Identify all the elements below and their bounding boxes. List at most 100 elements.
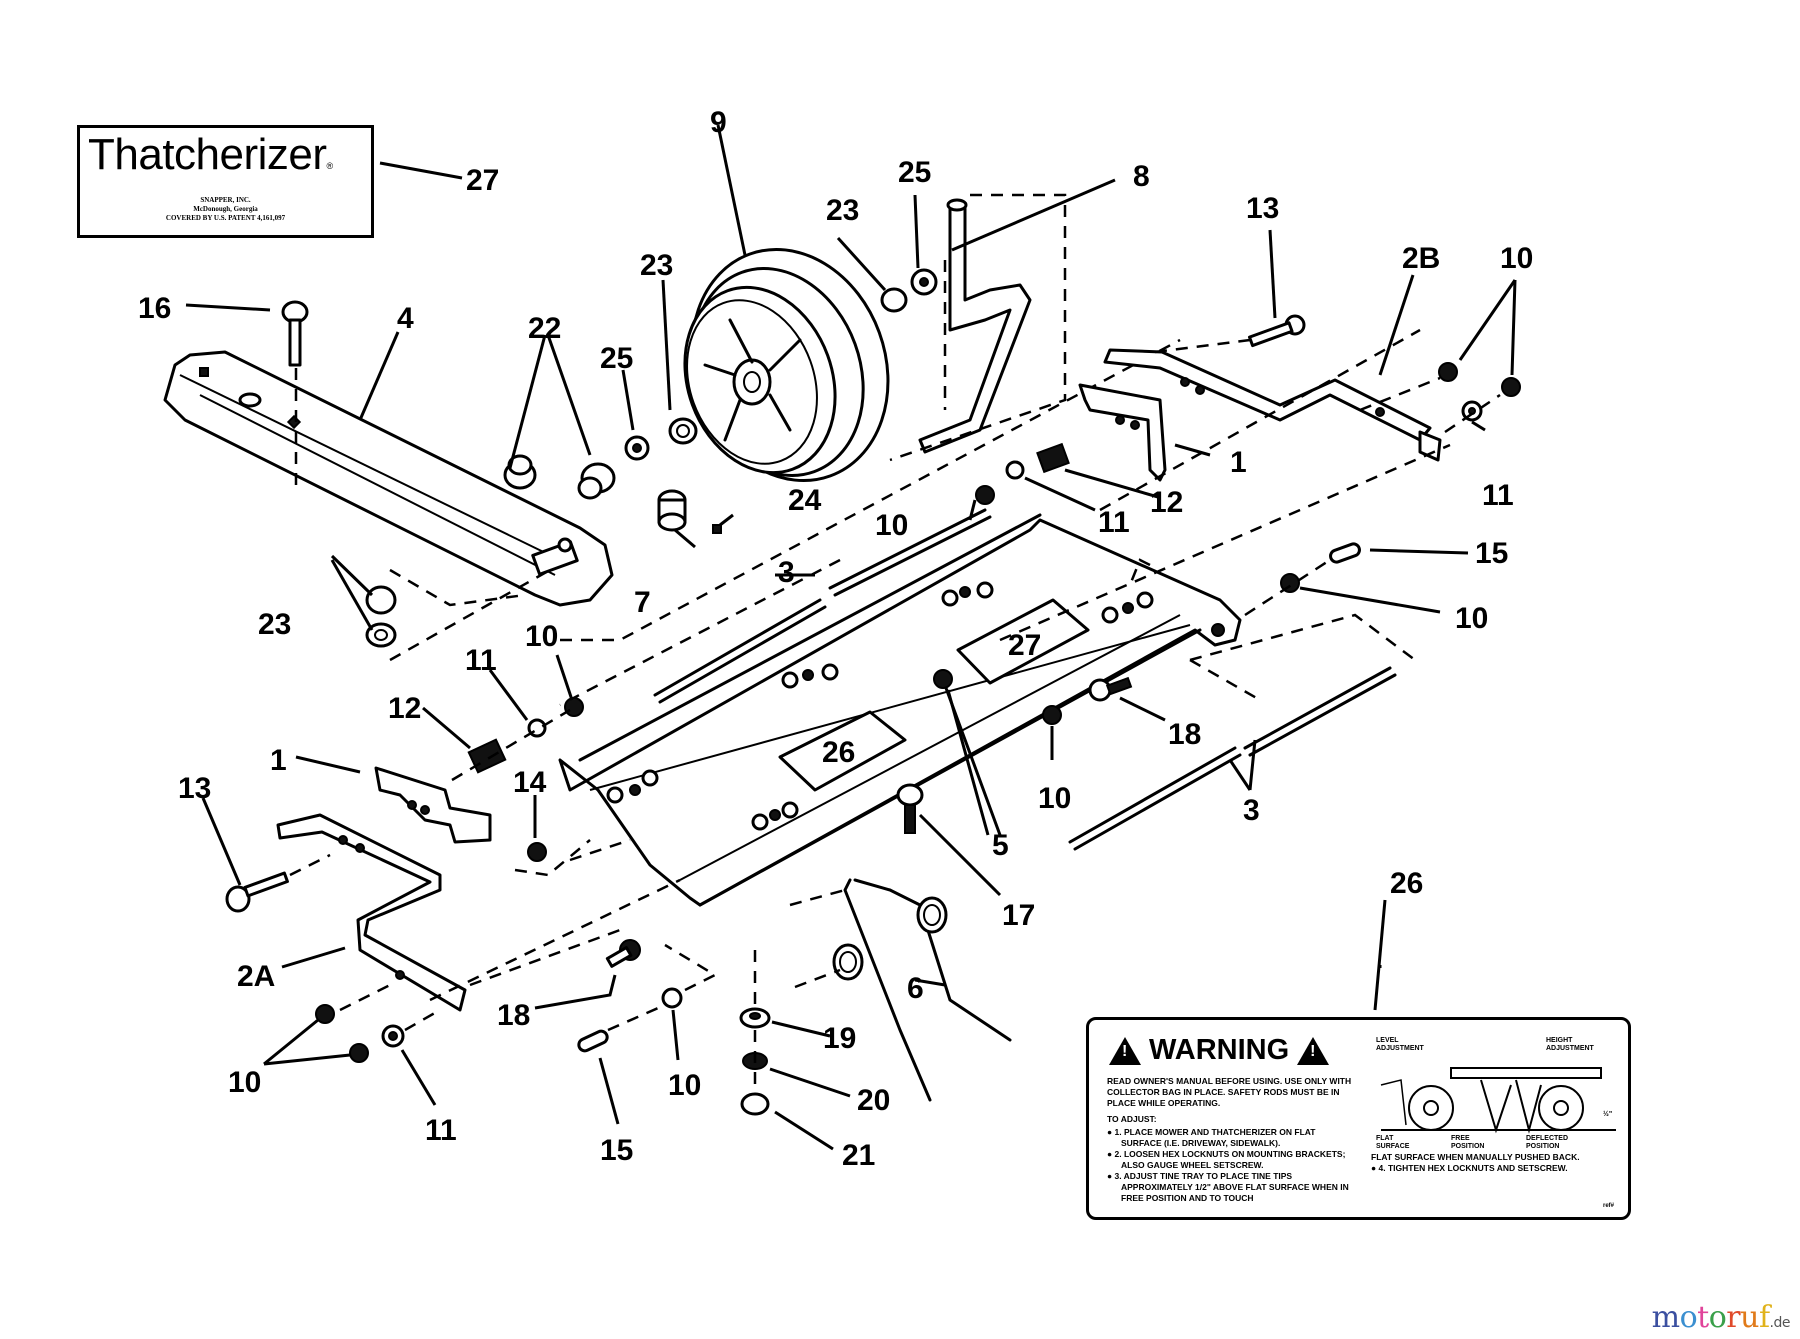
callout-13-left: 13 [178, 772, 211, 805]
part-10-nut-center [1042, 705, 1062, 725]
part-1-adjuster-right [1078, 383, 1167, 482]
part-10-nut-bottom-left-a [315, 1004, 335, 1024]
callout-11-right: 11 [1482, 479, 1514, 512]
callout-26-label: 26 [1390, 867, 1423, 900]
part-10-nut-top [975, 485, 995, 505]
fig-label-level: LEVEL [1376, 1037, 1399, 1044]
part-14-nut [527, 842, 547, 862]
warning-step: ● 1. PLACE MOWER AND THATCHERIZER ON FLA… [1107, 1127, 1316, 1148]
warning-step: ● 3. ADJUST TINE TRAY TO PLACE TINE TIPS… [1107, 1171, 1349, 1203]
callout-10-bottom-left-pair: 10 [228, 1066, 261, 1099]
fig-label-deflected: DEFLECTED [1526, 1135, 1568, 1142]
fig-label-free: FREE [1451, 1135, 1470, 1142]
warning-step: ● 2. LOOSEN HEX LOCKNUTS ON MOUNTING BRA… [1107, 1149, 1346, 1170]
watermark-suffix: .de [1769, 1315, 1791, 1331]
part-13-bolt-left [225, 871, 289, 913]
callout-10-right: 10 [1455, 602, 1488, 635]
thatcherizer-logo-decal: Thatcherizer® SNAPPER, INC. McDonough, G… [77, 125, 374, 238]
part-7-collar [657, 489, 687, 532]
part-24-setscrew [712, 524, 722, 534]
warning-intro: READ OWNER'S MANUAL BEFORE USING. USE ON… [1107, 1076, 1352, 1108]
callout-17: 17 [1002, 899, 1035, 932]
callout-15-bottom: 15 [600, 1134, 633, 1167]
callout-25-right: 25 [898, 156, 931, 189]
logo-title-text: Thatcherizer [88, 130, 327, 179]
decal-27-number: 27 [1008, 629, 1041, 662]
part-10-nut-bottom [661, 987, 683, 1009]
callout-8: 8 [1133, 160, 1150, 193]
callout-1-right: 1 [1230, 446, 1247, 479]
part-4-arm [163, 350, 614, 607]
callout-10-top-right-pair: 10 [1500, 242, 1533, 275]
watermark-letter: r [1726, 1300, 1741, 1335]
watermark-letter: u [1740, 1300, 1759, 1335]
motoruf-watermark: motoruf.de [1651, 1300, 1791, 1335]
logo-line: McDonough, Georgia [193, 205, 258, 213]
part-19-washer [739, 1007, 771, 1029]
callout-3-top: 3 [778, 556, 795, 589]
warning-steps: ● 1. PLACE MOWER AND THATCHERIZER ON FLA… [1107, 1127, 1357, 1204]
fig-label-flat-2: SURFACE [1376, 1143, 1410, 1150]
callout-3-bottom: 3 [1243, 794, 1260, 827]
part-10-nut-bottom-left-b [349, 1043, 369, 1063]
logo-fine-print: SNAPPER, INC. McDonough, Georgia COVERED… [80, 196, 371, 223]
fig-label-level-2: ADJUSTMENT [1376, 1045, 1425, 1052]
callout-10-center: 10 [1038, 782, 1071, 815]
logo-line: SNAPPER, INC. [200, 196, 251, 204]
fig-label-flat: FLAT [1376, 1135, 1394, 1142]
fig-label-height: HEIGHT [1546, 1037, 1573, 1044]
callout-2A: 2A [237, 960, 275, 993]
part-12-spring-right [1036, 442, 1070, 474]
watermark-letter: m [1651, 1300, 1680, 1335]
fig-label-deflected-2: POSITION [1526, 1143, 1559, 1150]
square-hole [199, 367, 209, 377]
part-15-pin-right [1329, 542, 1361, 564]
registered-mark: ® [326, 161, 334, 171]
part-10-nut-right-a [1438, 362, 1458, 382]
part-22-caps [503, 454, 616, 500]
decal-27-area [956, 598, 1090, 685]
warning-heading-text: WARNING [1149, 1034, 1290, 1066]
part-23-bushings-left [365, 568, 551, 662]
callout-19: 19 [823, 1022, 856, 1055]
callout-18-left: 18 [497, 999, 530, 1032]
decal-part-code: ref# [1602, 1203, 1614, 1209]
round-hole [238, 392, 262, 408]
warning-heading: WARNING [1109, 1034, 1330, 1067]
part-23-bushings [668, 287, 908, 445]
callout-12-right: 12 [1150, 486, 1183, 519]
callout-25-left: 25 [600, 342, 633, 375]
decal-26-number: 26 [822, 736, 855, 769]
callout-27-logo: 27 [466, 164, 499, 197]
callout-7: 7 [634, 586, 651, 619]
callout-21: 21 [842, 1139, 875, 1172]
callout-9: 9 [710, 106, 727, 139]
watermark-letter: o [1708, 1300, 1727, 1335]
callout-23-top-right: 23 [826, 194, 859, 227]
leader-lines [185, 124, 1517, 1151]
part-10-nut-right-b [1501, 377, 1521, 397]
part-16-bolt [281, 300, 309, 490]
tine-tray-frame [558, 338, 1242, 907]
logo-title: Thatcherizer® [88, 130, 333, 180]
callout-1-left: 1 [270, 744, 287, 777]
decal-26-area [778, 710, 907, 792]
fig-label-height-2: ADJUSTMENT [1546, 1045, 1595, 1052]
callout-14: 14 [513, 766, 547, 799]
fig-label-half-inch: ½" [1603, 1110, 1612, 1118]
callout-6: 6 [907, 972, 924, 1005]
callout-12-left: 12 [388, 692, 421, 725]
callout-16: 16 [138, 292, 171, 325]
part-3-rods [653, 508, 1397, 851]
callout-labels: 27 16 4 22 25 23 9 23 25 8 13 2B 10 11 1… [138, 106, 1533, 1172]
part-9-wheel [683, 247, 890, 483]
callout-11-top-right: 11 [1098, 506, 1130, 539]
watermark-letter: t [1697, 1300, 1709, 1335]
warning-continuation: FLAT SURFACE WHEN MANUALLY PUSHED BACK. [1371, 1152, 1580, 1162]
callout-23-top-left: 23 [640, 249, 673, 282]
callout-23-left: 23 [258, 608, 291, 641]
warning-triangle-icon [1297, 1036, 1330, 1065]
callout-24: 24 [788, 484, 822, 517]
frame-fasteners [606, 581, 1225, 831]
